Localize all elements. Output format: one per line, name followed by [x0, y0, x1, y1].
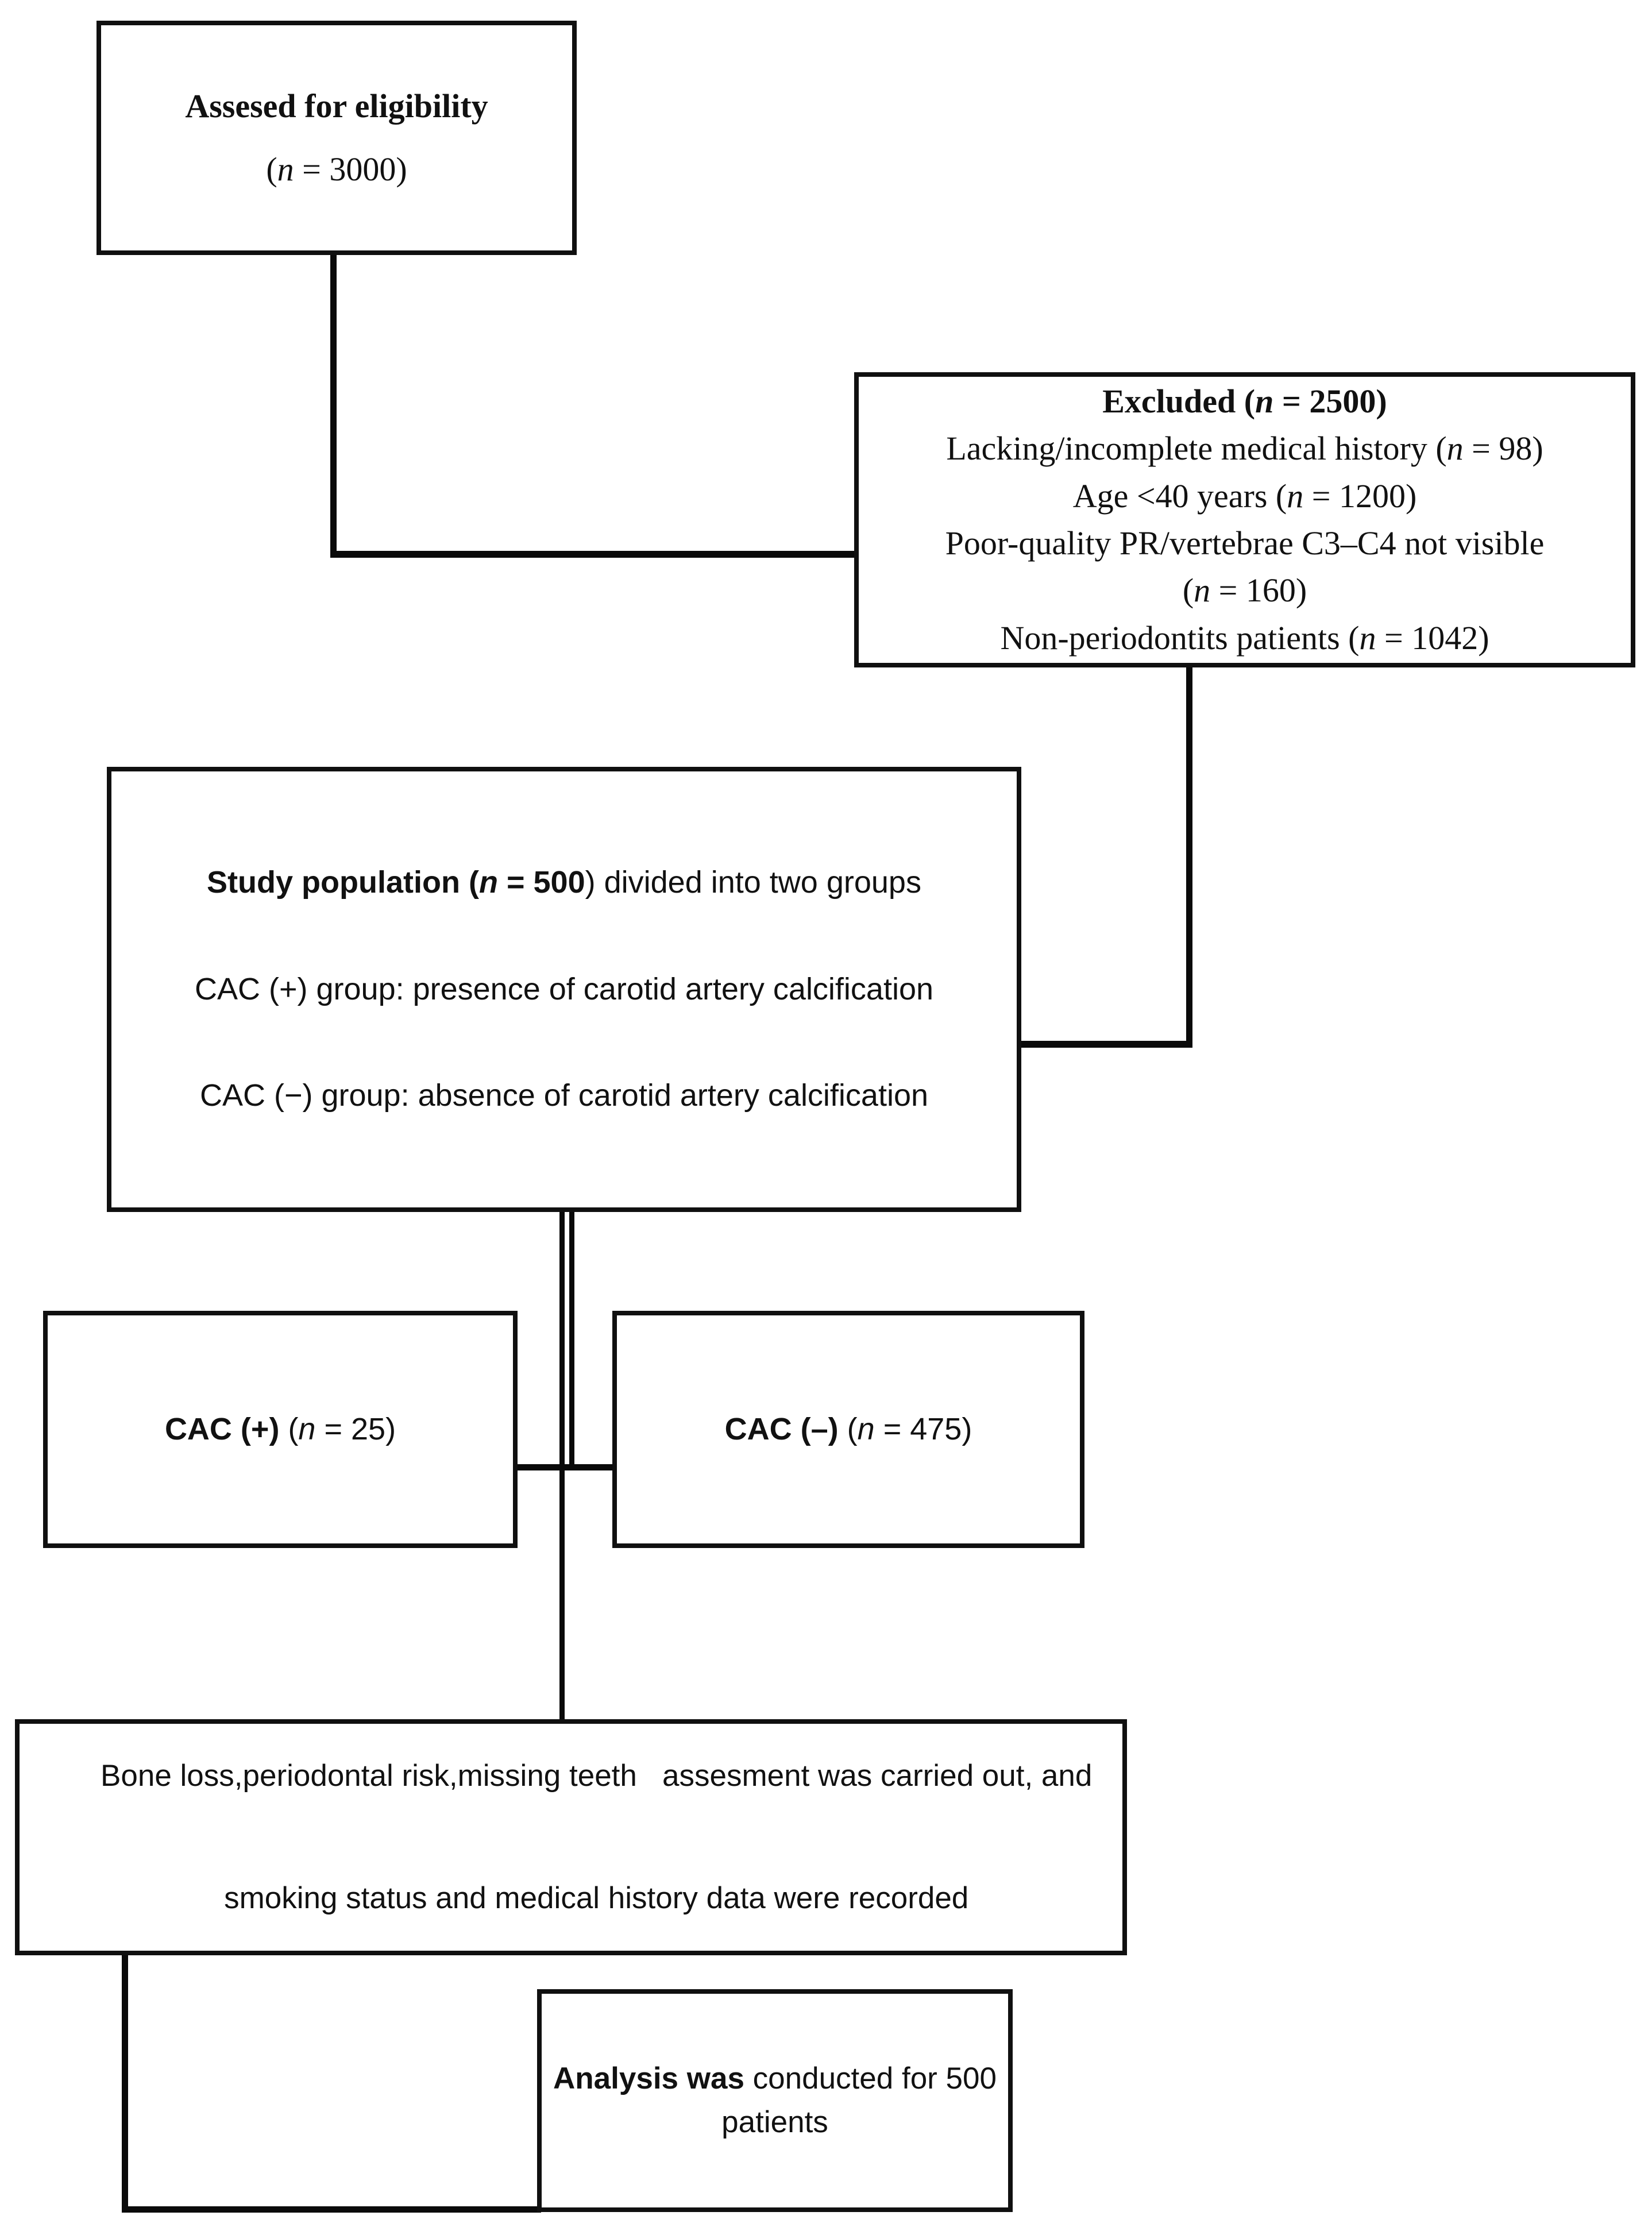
excluded-item-text: Lacking/incomplete medical history (	[946, 430, 1447, 468]
excluded-item: (n = 160)	[1183, 567, 1307, 614]
study-cac-positive-text: CAC (+) group: presence of carotid arter…	[194, 971, 934, 1006]
connector-study-down-right	[569, 1211, 574, 1470]
cac-positive-bold: CAC (+)	[164, 1411, 288, 1446]
connector-assessed-down	[330, 254, 337, 557]
study-title: Study population (n = 500) divided into …	[207, 863, 921, 902]
study-cac-negative-line: CAC (−) group: absence of carotid artery…	[200, 1076, 928, 1116]
cac-positive-label: CAC (+) (n = 25)	[165, 1410, 396, 1449]
analysis-line1: Analysis was conducted for 500	[553, 2060, 997, 2098]
cac-negative-count: = 475)	[874, 1411, 972, 1446]
excluded-item-text: Age <40 years (	[1072, 477, 1287, 515]
cac-positive-count: = 25)	[315, 1411, 396, 1446]
study-title-bold-post: = 500	[497, 865, 585, 900]
assessed-count-n: n	[277, 150, 294, 188]
excluded-item-count: = 1042)	[1376, 619, 1489, 657]
node-cac-positive: CAC (+) (n = 25)	[43, 1311, 518, 1548]
excluded-title: Excluded (n = 2500)	[1102, 378, 1387, 425]
assessed-title-text: Assesed for eligibility	[185, 87, 488, 125]
study-title-bold-pre: Study population (	[207, 865, 479, 900]
excluded-item-text: Non-periodontits patients (	[1000, 619, 1360, 657]
assessed-count-value: = 3000)	[294, 150, 407, 188]
node-excluded: Excluded (n = 2500) Lacking/incomplete m…	[854, 372, 1635, 667]
assessment-line2: smoking status and medical history data …	[173, 1842, 969, 1956]
node-assessment: Bone loss,periodontal risk,missing teeth…	[15, 1719, 1127, 1955]
excluded-item-n: n	[1287, 477, 1304, 515]
excluded-item-n: n	[1446, 430, 1464, 468]
assessment-line2-text: smoking status and medical history data …	[224, 1881, 969, 1915]
excluded-item: Non-periodontits patients (n = 1042)	[1000, 615, 1489, 662]
assessment-line1: Bone loss,periodontal risk,missing teeth…	[50, 1719, 1093, 1834]
study-title-regular: ) divided into two groups	[585, 865, 921, 900]
excluded-title-pre: Excluded (	[1102, 382, 1256, 420]
excluded-item-n: n	[1194, 572, 1211, 609]
connector-to-analysis	[122, 2206, 541, 2213]
excluded-item: Poor-quality PR/vertebrae C3–C4 not visi…	[945, 520, 1545, 567]
excluded-item-text: Poor-quality PR/vertebrae C3–C4 not visi…	[945, 524, 1545, 562]
excluded-item-count: = 98)	[1463, 430, 1543, 468]
cac-positive-open: (	[288, 1411, 299, 1446]
assessed-count: (n = 3000)	[266, 146, 407, 193]
study-cac-positive-line: CAC (+) group: presence of carotid arter…	[195, 970, 933, 1009]
analysis-line2-text: patients	[721, 2105, 828, 2139]
cac-negative-open: (	[847, 1411, 858, 1446]
cac-positive-n: n	[298, 1411, 316, 1446]
study-cac-negative-text: CAC (−) group: absence of carotid artery…	[199, 1078, 929, 1113]
node-assessed-for-eligibility: Assesed for eligibility (n = 3000)	[97, 21, 577, 255]
excluded-item-count: = 160)	[1210, 572, 1307, 609]
assessment-line1-text: Bone loss,periodontal risk,missing teeth…	[101, 1759, 1093, 1793]
study-title-n: n	[478, 865, 498, 900]
node-study-population: Study population (n = 500) divided into …	[107, 767, 1021, 1212]
excluded-item-text: (	[1182, 572, 1194, 609]
excluded-item-n: n	[1359, 619, 1376, 657]
node-analysis: Analysis was conducted for 500 patients	[537, 1989, 1013, 2212]
excluded-title-post: = 2500)	[1273, 382, 1387, 420]
connector-to-study	[1021, 1041, 1192, 1048]
connector-excluded-down	[1186, 665, 1192, 1045]
connector-assessment-down	[122, 1953, 128, 2213]
excluded-item-count: = 1200)	[1303, 477, 1417, 515]
excluded-item: Age <40 years (n = 1200)	[1073, 473, 1417, 520]
assessed-count-open: (	[266, 150, 277, 188]
excluded-item: Lacking/incomplete medical history (n = …	[946, 425, 1543, 472]
analysis-bold-lead: Analysis was	[553, 2061, 753, 2095]
connector-to-excluded	[330, 551, 858, 558]
cac-negative-label: CAC (–) (n = 475)	[725, 1410, 972, 1449]
node-cac-negative: CAC (–) (n = 475)	[612, 1311, 1084, 1548]
cac-negative-bold: CAC (–)	[724, 1411, 847, 1446]
cac-negative-n: n	[857, 1411, 875, 1446]
node-title: Assesed for eligibility	[185, 83, 488, 130]
connector-between-cac-boxes	[516, 1464, 620, 1470]
analysis-line2: patients	[721, 2103, 828, 2141]
excluded-title-n: n	[1255, 382, 1274, 420]
analysis-line1-rest: conducted for 500	[752, 2061, 997, 2095]
